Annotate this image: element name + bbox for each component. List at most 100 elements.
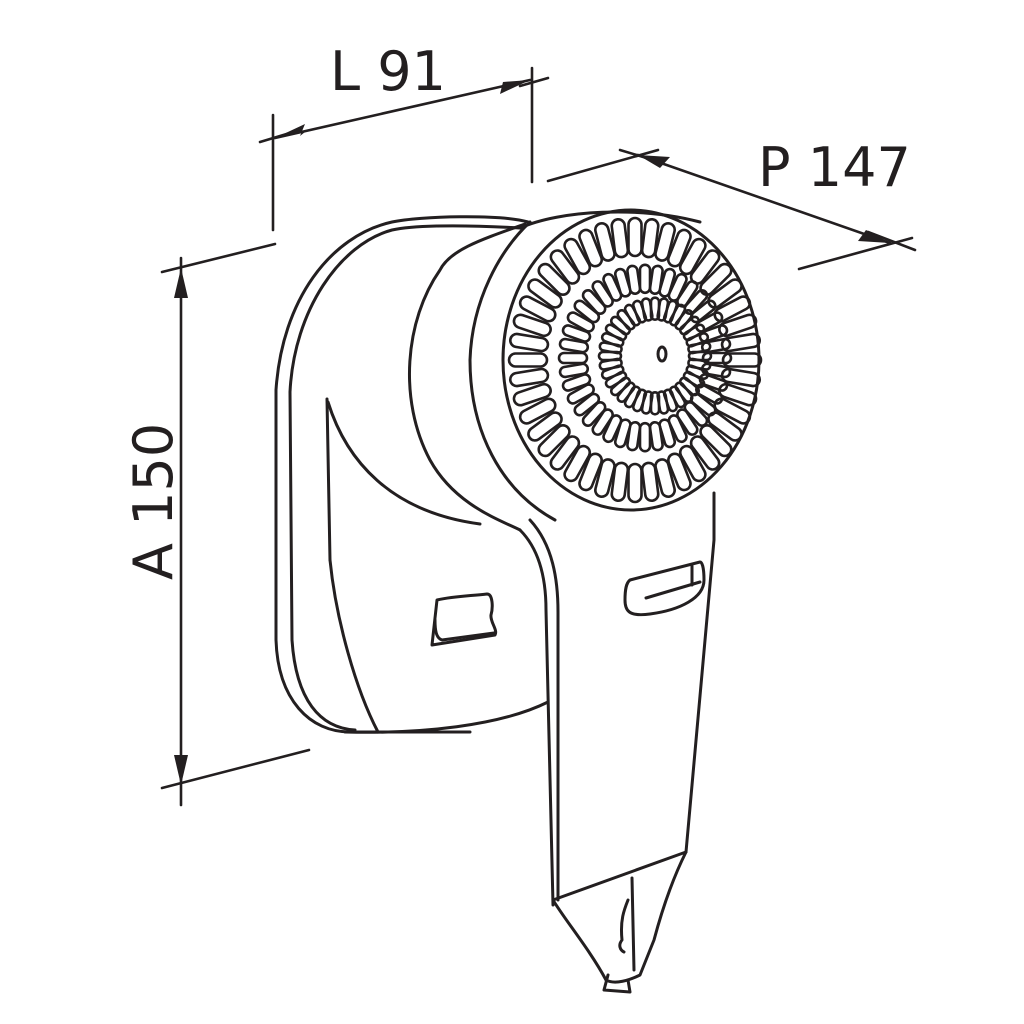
tick-bottom — [866, 230, 917, 252]
cord-boot — [551, 850, 688, 984]
grille-slot — [638, 263, 652, 295]
grille-slot — [602, 272, 623, 302]
grille-slot — [638, 421, 652, 453]
grille-slot — [507, 352, 549, 368]
grille-slot — [537, 262, 571, 297]
dimension-line-depth — [636, 153, 892, 245]
dimension-height: A 150 — [122, 242, 311, 807]
grille-slot — [678, 444, 707, 483]
grille-slot — [561, 373, 592, 392]
grille-slot — [573, 392, 601, 417]
grille-slot — [578, 452, 604, 492]
bracket-front-contour — [328, 558, 380, 734]
grille-slot — [707, 278, 743, 309]
bracket-outer-rim — [274, 215, 530, 734]
grille-slot — [666, 228, 692, 268]
grille-slot — [518, 397, 557, 425]
grille-slot — [640, 217, 660, 259]
grille-slot — [689, 435, 721, 471]
grille-slot — [561, 324, 592, 343]
dimension-width: L 91 — [258, 40, 550, 232]
grille-slot — [508, 367, 550, 388]
grille-slot — [549, 249, 581, 285]
dimension-line-width — [273, 78, 532, 140]
switch-handle[interactable] — [623, 560, 706, 617]
arrow-down-icon — [174, 755, 188, 785]
handle-right-edge — [684, 491, 716, 854]
grille-slot — [527, 278, 563, 309]
grille-slot — [695, 311, 724, 333]
grille-slot — [581, 401, 607, 427]
grille-slot — [627, 216, 643, 258]
grille-inner-ring-slots — [597, 296, 713, 416]
depth-label: P 147 — [758, 136, 911, 199]
grille-slot — [610, 217, 630, 259]
grille-slot — [602, 414, 623, 444]
grille-outer-ring-slots — [507, 216, 763, 504]
grille-slot — [720, 367, 762, 388]
grille-center-hole — [656, 345, 668, 363]
bracket-bottom-edge — [343, 700, 550, 734]
switch-base-outline[interactable] — [430, 592, 498, 647]
switch-base[interactable] — [430, 592, 498, 647]
power-cord-outlet — [551, 850, 688, 994]
grille-slot — [557, 351, 589, 365]
grille-slot — [654, 458, 676, 499]
grille-slot — [700, 337, 732, 354]
grille-slot — [508, 332, 550, 353]
grille-slot — [699, 262, 733, 297]
grille-slot — [610, 461, 630, 503]
grille-slot — [718, 382, 758, 407]
arrow-left-icon — [275, 124, 305, 138]
grille-slot — [654, 221, 676, 262]
handle — [518, 491, 716, 907]
tick-right — [518, 76, 550, 88]
extension-line-upper — [160, 242, 277, 274]
grille-slot — [698, 324, 729, 343]
arrow-top-icon — [638, 155, 670, 168]
grille-slot — [676, 408, 699, 436]
grille-slot — [658, 267, 677, 298]
grille-slot — [549, 435, 581, 471]
grille-slot — [721, 352, 763, 368]
grille-slot — [566, 383, 595, 405]
grille-slot — [563, 237, 592, 276]
grille-slot — [648, 264, 664, 296]
grille-slot — [578, 228, 604, 268]
cord-stub — [602, 973, 632, 994]
switch-handle-outline[interactable] — [623, 560, 706, 617]
handle-left-edge-outer — [518, 528, 555, 907]
handle-left-edge-inner — [528, 518, 560, 902]
grille-slot — [613, 418, 632, 449]
grille-slot — [512, 313, 552, 338]
grille-slot — [594, 458, 616, 499]
grille-slot — [718, 313, 758, 338]
grille-slot — [699, 423, 733, 458]
grille-slot — [683, 401, 709, 427]
arrow-bottom-icon — [858, 230, 890, 243]
grille-slot — [640, 461, 660, 503]
grille-slot — [627, 462, 643, 504]
grille-slot — [566, 311, 595, 333]
grille-slot — [687, 341, 712, 355]
extension-line-bottom — [797, 236, 914, 271]
grille-slot — [518, 295, 557, 323]
grille-slot — [563, 444, 592, 483]
height-label: A 150 — [122, 423, 185, 580]
grille-slot — [594, 221, 616, 262]
grille-slot — [648, 420, 664, 452]
arrow-right-icon — [500, 80, 530, 94]
grille-slot — [558, 362, 590, 379]
barrel-back-curve — [408, 222, 527, 532]
nozzle-grille — [501, 208, 763, 512]
grille-slot — [591, 280, 614, 308]
barrel-mid-curve — [468, 220, 557, 522]
bracket-inner-rim — [288, 224, 522, 732]
grille-slot — [666, 452, 692, 492]
grille-slot — [667, 414, 688, 444]
grille-slot — [626, 264, 642, 296]
grille-slot — [713, 295, 752, 323]
grille-slot — [581, 289, 607, 315]
grille-slot — [626, 420, 642, 452]
